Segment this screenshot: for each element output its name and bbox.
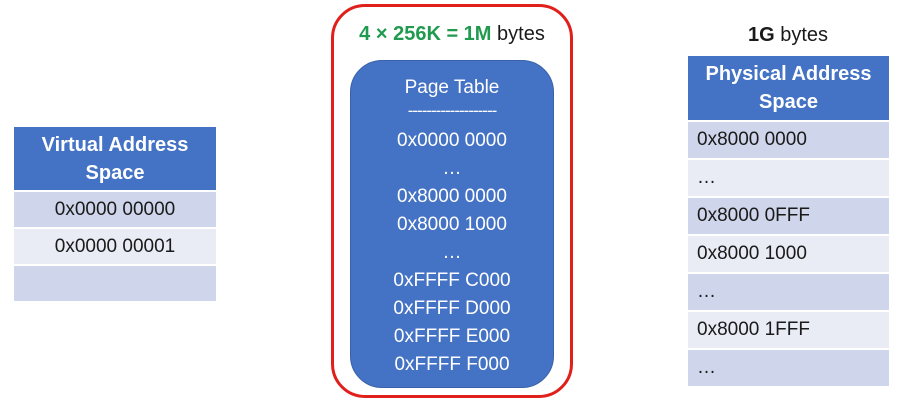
virtual-address-space-table: Virtual Address Space 0x0000 00000 0x000… [14, 127, 216, 301]
virtual-address-row: 0x0000 00000 [14, 190, 216, 227]
virtual-address-space-header: Virtual Address Space [14, 127, 216, 190]
physical-address-row: 0x8000 1000 [688, 234, 889, 272]
page-table-size-unit: bytes [491, 23, 545, 45]
page-table-size-caption: 4 × 256K = 1M bytes [334, 23, 570, 46]
page-table-entry: 0xFFFF D000 [393, 298, 511, 319]
page-table-size-prefix: 4 × [359, 23, 394, 45]
physical-address-row: 0x8000 0FFF [688, 196, 889, 234]
page-table-entry: 0xFFFF E000 [393, 326, 511, 347]
virtual-address-row [14, 264, 216, 301]
physical-address-row: … [688, 158, 889, 196]
page-table: Page Table ------------------- 0x0000 00… [350, 60, 554, 388]
physical-address-space-header: Physical Address Space [688, 56, 889, 120]
page-table-entry: 0xFFFF F000 [394, 354, 510, 375]
page-table-entry: 0x0000 0000 [397, 130, 507, 151]
physical-address-row: … [688, 348, 889, 386]
physical-address-row: … [688, 272, 889, 310]
page-table-size-value: 256K = 1M [393, 23, 492, 45]
page-table-entry: 0xFFFF C000 [393, 270, 511, 291]
page-table-entry: 0x8000 0000 [397, 186, 507, 207]
page-table-highlight-frame: 4 × 256K = 1M bytes Page Table ---------… [331, 4, 573, 398]
page-table-divider: ------------------- [407, 101, 498, 120]
physical-address-row: 0x8000 1FFF [688, 310, 889, 348]
physical-address-space-table: Physical Address Space 0x8000 0000 … 0x8… [688, 56, 889, 386]
virtual-address-row: 0x0000 00001 [14, 227, 216, 264]
page-table-entry: 0x8000 1000 [397, 214, 507, 235]
page-table-title: Page Table [404, 77, 500, 98]
page-table-entries: 0x0000 0000 … 0x8000 0000 0x8000 1000 … … [351, 127, 553, 379]
physical-memory-size-caption: 1G bytes [688, 24, 888, 47]
physical-address-row: 0x8000 0000 [688, 120, 889, 158]
page-table-entry: … [442, 158, 462, 179]
physical-memory-size-unit: bytes [774, 24, 829, 46]
physical-memory-size-value: 1G [747, 24, 775, 46]
page-table-entry: … [442, 242, 462, 263]
